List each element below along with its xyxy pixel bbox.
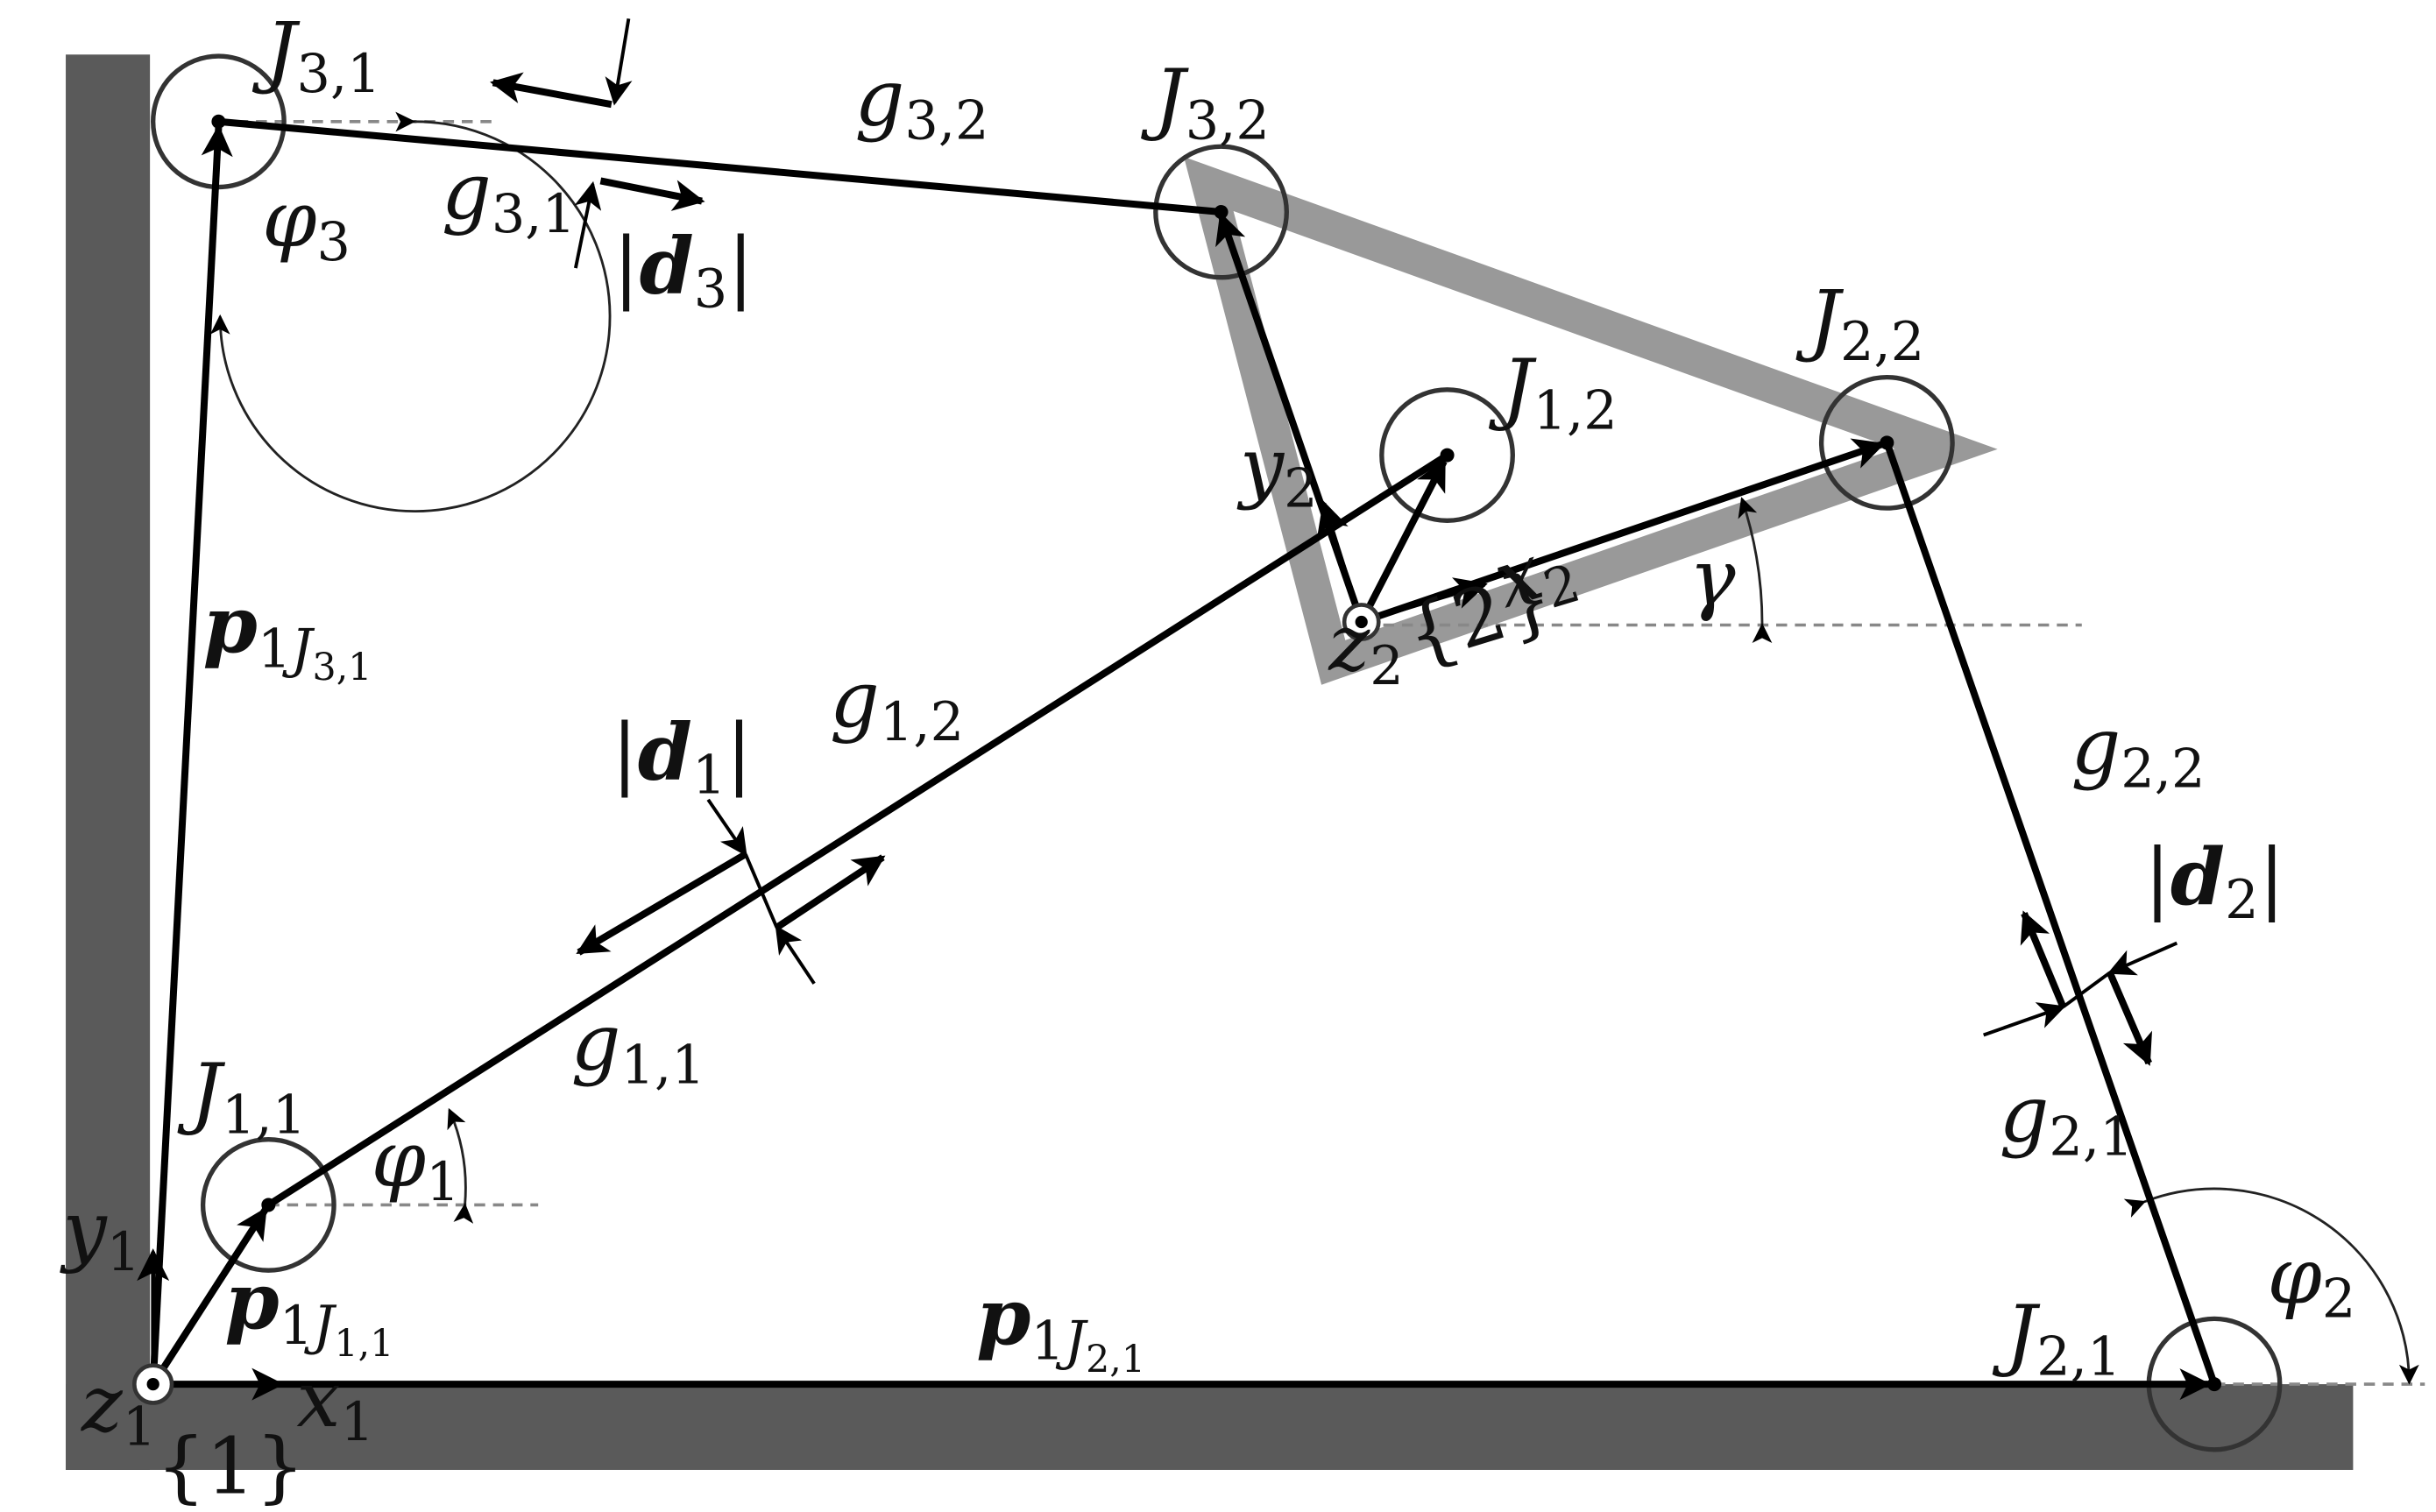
arc-phi3 (209, 111, 612, 513)
arrow-g32 (490, 72, 613, 109)
frame-axes (137, 500, 1488, 1401)
label-p1J11: p1J1,1 (225, 1254, 394, 1366)
label-y1: y1 (59, 1183, 140, 1283)
label-j22: J2,2 (1795, 273, 1924, 373)
joint-circle-j32 (1153, 144, 1289, 280)
label-g12: g1,2 (830, 654, 964, 753)
label-g21: g2,1 (1999, 1069, 2133, 1169)
label-d3: |d3| (613, 220, 754, 321)
moving-platform (1184, 156, 1998, 685)
label-j11: J1,1 (177, 1047, 306, 1147)
label-gamma: γ (1689, 532, 1736, 623)
label-g31: g3,1 (442, 145, 576, 245)
label-j21: J2,1 (1993, 1288, 2121, 1388)
arrow-g31 (599, 177, 705, 211)
axis-y2 (1317, 500, 1363, 623)
label-g22: g2,2 (2071, 701, 2205, 801)
label-y2: y2 (1236, 420, 1318, 519)
vector-p1J11 (150, 1206, 269, 1387)
origin-z2 (1342, 603, 1381, 641)
d1-connector (744, 853, 779, 929)
arc-gamma (1738, 497, 1773, 644)
arrow-g11 (775, 854, 886, 931)
label-z2: z2 (1328, 597, 1403, 697)
label-frame2: {2} (1395, 551, 1564, 682)
label-frame1: {1} (156, 1421, 305, 1512)
joint-circle-j12 (1379, 387, 1515, 523)
label-j32: J3,2 (1141, 52, 1270, 152)
arc-phi1 (447, 1107, 474, 1224)
label-phi2: φ2 (2268, 1231, 2356, 1331)
label-z1: z1 (81, 1358, 156, 1458)
label-p1J21: p1J2,1 (976, 1270, 1145, 1381)
joint-circle-j11 (200, 1137, 336, 1273)
d1-tick-top (706, 798, 747, 857)
d1-tick-bottom (775, 925, 816, 985)
base-floor (66, 1384, 2354, 1470)
d3-tick-top (605, 18, 633, 106)
d3-tick-bottom (573, 180, 602, 269)
arc-phi2 (2123, 1187, 2419, 1385)
base-wall-left (66, 54, 151, 1470)
legs (218, 117, 2218, 1386)
label-d1: |d1| (612, 706, 753, 807)
label-g32: g3,2 (854, 52, 988, 152)
d2-connector (2062, 971, 2111, 1009)
angle-arcs (209, 111, 2419, 1385)
leg-direction-arrows (490, 72, 2152, 1066)
offset-dimension-marks (573, 18, 2178, 1037)
arrow-g12 (576, 851, 747, 956)
vector-p1J31 (149, 124, 233, 1385)
arrow-g21 (2020, 910, 2067, 1009)
label-j31: J3,1 (252, 5, 381, 105)
label-phi3: φ3 (262, 173, 351, 273)
d2-tick-right (2107, 941, 2178, 976)
label-x1: x1 (296, 1353, 374, 1453)
origin-z1 (132, 1363, 174, 1405)
position-vectors (149, 124, 2212, 1401)
joint-circle-j22 (1818, 374, 1955, 511)
vector-to-j22 (1360, 438, 1886, 625)
label-j12: J1,2 (1489, 342, 1618, 442)
label-d2: |d2| (2144, 830, 2285, 931)
leg-3-segment (218, 117, 1222, 215)
label-p1J31: p1J3,1 (203, 578, 372, 689)
label-g11: g1,1 (571, 997, 705, 1097)
axis-x2 (1361, 577, 1488, 625)
d2-tick-left (1983, 1002, 2066, 1037)
joint-dots (211, 114, 2222, 1392)
vector-to-j12 (1358, 458, 1448, 624)
label-phi1: φ1 (372, 1113, 460, 1213)
arrow-g22 (2107, 971, 2152, 1066)
leg-2-segment (1883, 442, 2218, 1386)
leg-1-segment (266, 452, 1449, 1208)
